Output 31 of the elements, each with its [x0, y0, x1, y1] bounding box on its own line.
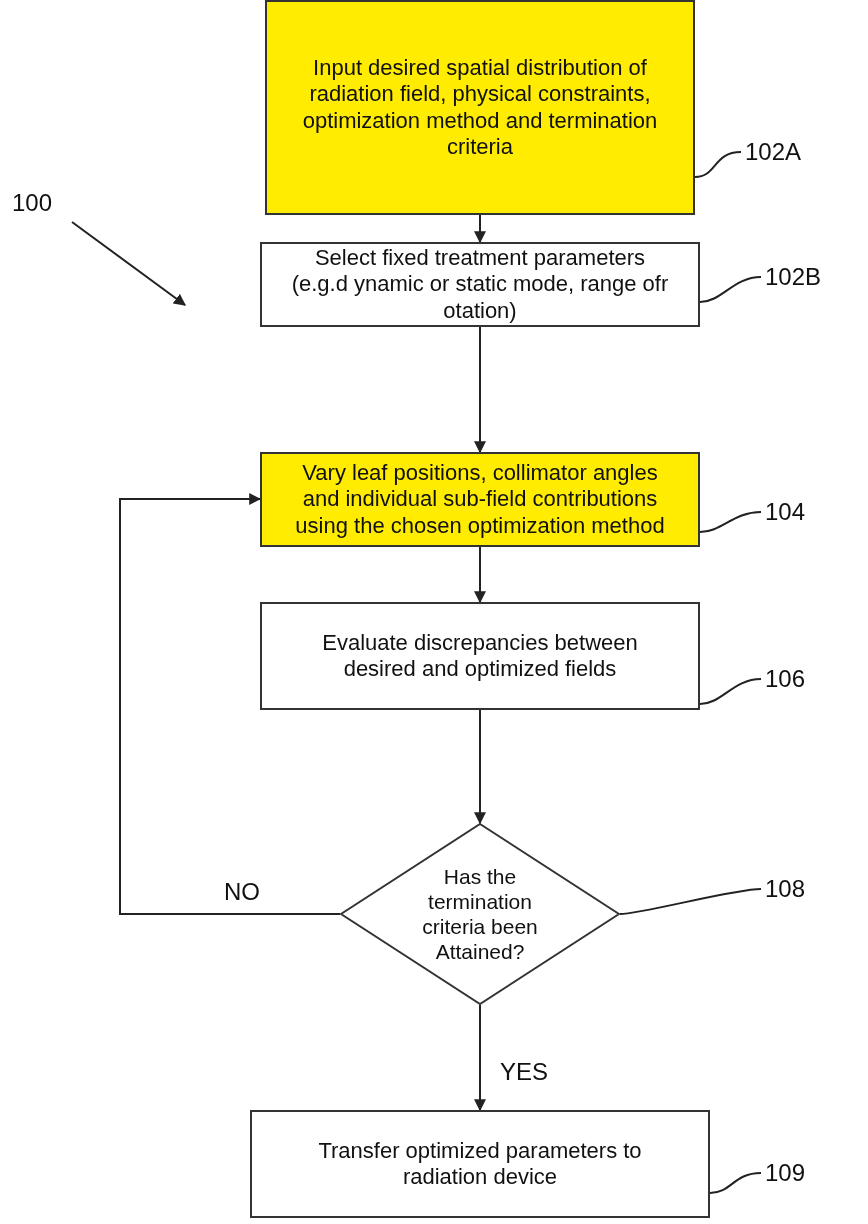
leader-line	[694, 151, 742, 178]
arrow	[71, 221, 186, 306]
box-text: Vary leaf positions, collimator angles and individual sub-field contributions using the chosen optimization method	[294, 459, 666, 540]
process-box	[260, 602, 700, 710]
reference-number: 102A	[745, 137, 802, 167]
arrow	[474, 214, 486, 244]
box-text: Input desired spatial distribution of radiation field, physical constraints, optimization method and termination criteria	[301, 54, 659, 161]
box-text: Select fixed treatment parameters (e.g.d ynamic or static mode, range ofr otation)	[290, 244, 670, 325]
reference-number: 108	[765, 874, 806, 904]
reference-number: 104	[765, 497, 806, 527]
arrow	[474, 546, 486, 604]
arrow	[474, 326, 486, 454]
reference-number: 106	[765, 664, 806, 694]
arrow	[474, 1004, 486, 1112]
reference-number: 109	[765, 1158, 806, 1188]
leader-line	[699, 511, 762, 533]
leader-line	[619, 888, 762, 915]
decision-text: Has the termination criteria been Attained?	[421, 863, 539, 965]
process-box	[260, 242, 700, 327]
box-text: Evaluate discrepancies between desired and optimized fields	[321, 629, 639, 683]
leader-line	[699, 678, 762, 705]
arrow	[119, 493, 341, 915]
reference-number: 100	[12, 188, 53, 218]
arrow	[474, 709, 486, 825]
box-text: Transfer optimized parameters to radiation device	[317, 1137, 643, 1191]
leader-line	[699, 276, 762, 303]
leader-line	[709, 1172, 762, 1194]
process-box	[260, 452, 700, 547]
process-box	[250, 1110, 710, 1218]
reference-number: 102B	[765, 262, 822, 292]
process-box	[265, 0, 695, 215]
